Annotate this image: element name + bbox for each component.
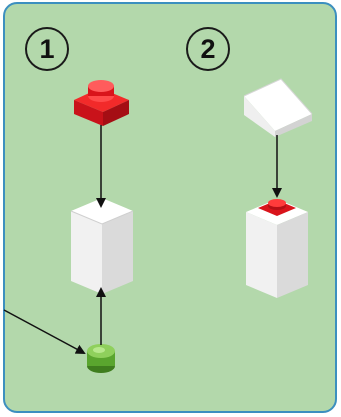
step-number-2: 2 <box>186 27 230 71</box>
callout-line <box>3 309 86 354</box>
green-round-part-icon <box>87 344 115 373</box>
white-slope-brick-icon <box>243 78 313 137</box>
step-number-1: 1 <box>25 27 69 71</box>
white-tall-brick-icon <box>70 198 134 294</box>
red-plate-brick-icon <box>74 80 129 126</box>
red-plate-brick-icon <box>258 199 296 216</box>
